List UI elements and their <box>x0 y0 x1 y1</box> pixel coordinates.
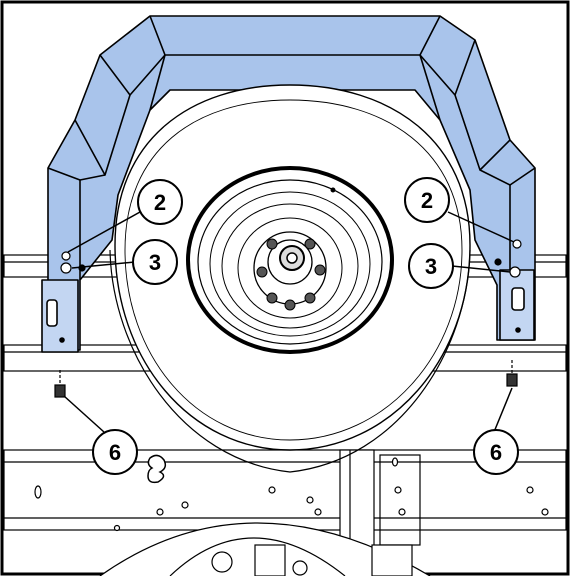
frame-holes <box>34 457 549 532</box>
left-bolt-2 <box>61 251 71 261</box>
leader-lines <box>63 211 515 433</box>
lower-frame-rail <box>3 449 567 531</box>
brake-drum-assembly <box>99 522 431 576</box>
callout-right-2: 2 <box>404 177 450 223</box>
callout-right-3: 3 <box>408 243 454 289</box>
fasteners <box>54 239 522 398</box>
callout-label: 6 <box>490 440 502 465</box>
left-nut-6 <box>54 384 66 398</box>
callout-label: 3 <box>149 250 161 275</box>
callout-label: 6 <box>109 440 121 465</box>
callout-left-3: 3 <box>132 239 178 285</box>
tire <box>109 84 471 473</box>
frame-clip <box>147 454 167 484</box>
fender <box>41 15 536 353</box>
wheel-hub <box>253 231 327 311</box>
callout-label: 2 <box>154 190 166 215</box>
right-nut-6 <box>506 373 518 387</box>
right-washer-3 <box>509 266 521 278</box>
fender-body <box>47 15 536 351</box>
callout-left-6: 6 <box>92 429 138 475</box>
callout-left-2: 2 <box>137 179 183 225</box>
callout-label: 3 <box>425 254 437 279</box>
left-washer-3 <box>60 262 72 274</box>
callout-label: 2 <box>421 188 433 213</box>
callout-right-6: 6 <box>473 429 519 475</box>
right-bolt-2 <box>512 239 522 249</box>
